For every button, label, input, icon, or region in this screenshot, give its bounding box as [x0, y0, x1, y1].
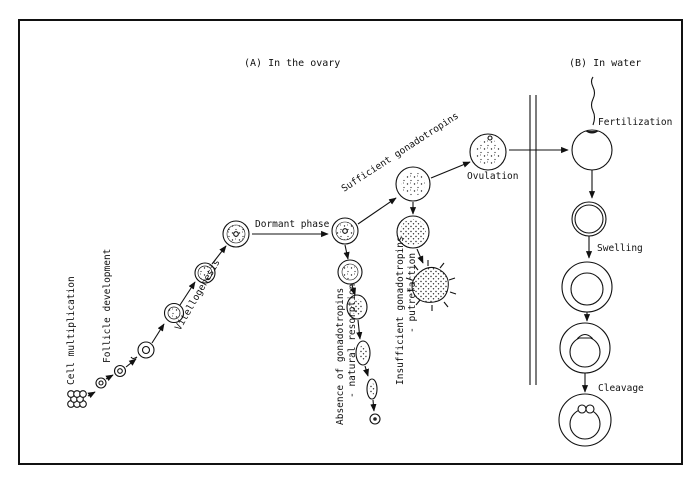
label-fertilization: Fertilization — [598, 117, 672, 128]
swollen-egg — [561, 261, 613, 313]
label-insufficient-gonadotropins: Insufficient gonadotropins — [395, 236, 406, 385]
label-absence-of-gonadotropins: Absence of gonadotropins — [335, 288, 346, 425]
label-cleavage: Cleavage — [598, 383, 644, 394]
figure-frame — [18, 19, 683, 465]
oocyte-3 — [130, 341, 155, 360]
arrow-resorb-3 — [356, 319, 363, 340]
label-dormant-phase: Dormant phase — [255, 219, 330, 230]
arrow-to-follicle-2 — [105, 374, 114, 382]
label-cell-multiplication: Cell multiplication — [66, 276, 77, 385]
label-ovulation: Ovulation — [467, 171, 518, 182]
arrow-to-oocyte-5 — [179, 281, 196, 306]
resorbing-oocyte-2 — [346, 294, 368, 320]
arrow-to-putrefaction — [416, 248, 424, 264]
follicle-oocyte-1 — [95, 377, 107, 389]
arrow-resorb-2 — [350, 284, 356, 296]
arrow-to-ovulation — [430, 161, 471, 179]
arrow-resorb-4 — [363, 365, 369, 377]
label-swelling: Swelling — [597, 243, 643, 254]
resorbing-oocyte-1 — [337, 259, 363, 285]
maturing-oocyte — [395, 166, 431, 202]
label-follicle-development: Follicle development — [102, 249, 113, 363]
arrow-to-mature-oocyte — [211, 245, 227, 265]
dormant-oocyte — [331, 217, 359, 245]
blastodisc-egg — [559, 322, 611, 374]
header-in-water: (B) In water — [569, 58, 641, 69]
resorbing-oocyte-5 — [369, 413, 381, 425]
degenerating-oocyte — [396, 215, 430, 249]
arrow-sufficient — [357, 197, 397, 225]
label-natural-resorption: - natural resorption — [347, 284, 358, 398]
cleavage-egg — [558, 393, 612, 447]
oocyte-5 — [194, 262, 216, 284]
arrow-absence — [343, 244, 350, 260]
mature-oocyte — [222, 220, 250, 248]
putrefied-egg — [405, 260, 457, 311]
oocyte-4 — [163, 302, 185, 324]
ovulated-egg — [469, 133, 507, 171]
resorbing-oocyte-4 — [366, 378, 378, 400]
sperm-tail — [590, 76, 596, 126]
arrow-to-oocyte-3 — [125, 358, 137, 368]
egg-after-fertilization — [571, 201, 607, 237]
arrow-to-follicle-1 — [87, 391, 96, 399]
cell-cluster — [67, 390, 87, 408]
label-putrefaction: - putrefaction — [407, 253, 418, 333]
fertilized-egg — [571, 129, 613, 171]
arrow-resorb-5 — [370, 399, 377, 412]
arrow-to-oocyte-4 — [151, 323, 165, 344]
header-in-the-ovary: (A) In the ovary — [244, 58, 340, 69]
resorbing-oocyte-3 — [355, 340, 371, 366]
follicle-oocyte-2 — [113, 364, 127, 378]
